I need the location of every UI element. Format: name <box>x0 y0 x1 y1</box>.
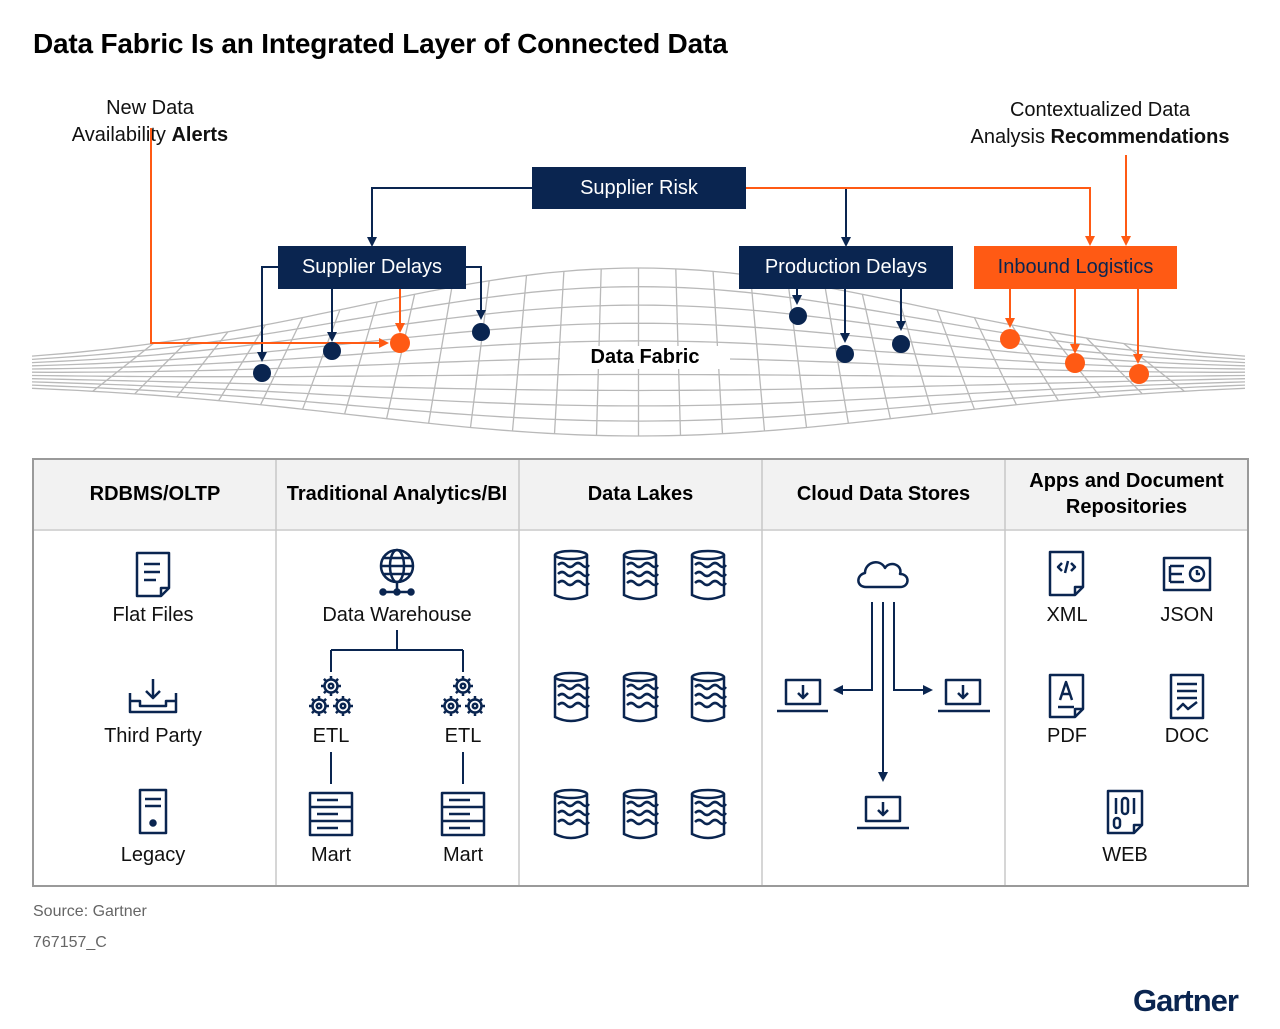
node-navy <box>253 364 271 382</box>
etl-gears-icon <box>441 676 485 716</box>
legacy-server-icon <box>138 788 168 835</box>
etl-gears-icon <box>309 676 353 716</box>
laptop-download-icon <box>938 678 990 713</box>
data-lake-icon <box>690 671 727 723</box>
laptop-download-icon <box>777 678 828 713</box>
web-file-icon <box>1106 789 1144 835</box>
mart-label: Mart <box>311 844 351 866</box>
node-orange <box>390 333 410 353</box>
etl-label: ETL <box>312 725 350 747</box>
orange-connectors <box>150 128 1143 364</box>
recommendations-callout-line2: Analysis Recommendations <box>920 124 1280 151</box>
supplier-delays-box: Supplier Delays <box>278 246 466 289</box>
doc-label: DOC <box>1164 725 1210 747</box>
node-navy <box>892 335 910 353</box>
data-fabric-mesh <box>31 267 1246 437</box>
column-header-cloud: Cloud Data Stores <box>796 483 971 505</box>
xml-label: XML <box>1046 604 1088 626</box>
data-lake-icon <box>622 788 659 840</box>
alerts-callout-prefix: Availability <box>71 124 172 146</box>
supplier-risk-box: Supplier Risk <box>532 167 746 209</box>
pdf-file-icon <box>1048 673 1085 719</box>
data-warehouse-label: Data Warehouse <box>322 604 472 626</box>
etl-label: ETL <box>444 725 482 747</box>
recommendations-callout-prefix: Analysis <box>970 126 1051 148</box>
column-header-analytics: Traditional Analytics/BI <box>286 483 508 505</box>
node-orange <box>1000 329 1020 349</box>
recommendations-callout-line1: Contextualized Data <box>1009 99 1191 121</box>
production-delays-box: Production Delays <box>739 246 953 289</box>
inbound-logistics-box: Inbound Logistics <box>974 246 1177 289</box>
recommendations-callout-bold: Recommendations <box>1050 126 1230 148</box>
laptop-download-icon <box>857 795 909 830</box>
data-lake-icon <box>690 788 727 840</box>
json-file-icon <box>1162 556 1212 592</box>
data-lake-icon <box>622 549 659 601</box>
data-lake-icon <box>690 549 727 601</box>
fabric-nodes <box>253 307 1149 384</box>
alerts-callout-line2: Availability Alerts <box>40 122 260 149</box>
node-navy <box>323 342 341 360</box>
node-navy <box>836 345 854 363</box>
cloud-connectors <box>833 602 933 782</box>
data-lake-icon <box>553 788 590 840</box>
data-warehouse-globe-icon <box>379 548 415 596</box>
column-header-rdbms: RDBMS/OLTP <box>89 483 221 505</box>
cloud-icon <box>857 561 909 589</box>
column-header-apps: Apps and Document Repositories <box>1029 470 1224 518</box>
xml-file-icon <box>1048 550 1085 597</box>
data-lake-icon <box>553 671 590 723</box>
page-title: Data Fabric Is an Integrated Layer of Co… <box>33 28 728 59</box>
warehouse-connectors <box>330 630 464 784</box>
table-header-bg <box>34 460 1247 529</box>
json-label: JSON <box>1160 604 1214 626</box>
alerts-callout-line1: New Data <box>106 97 194 119</box>
flat-files-icon <box>135 551 171 598</box>
data-lake-icon <box>622 671 659 723</box>
doc-file-icon <box>1169 673 1205 720</box>
web-label: WEB <box>1102 844 1148 866</box>
figure-code: 767157_C <box>33 934 107 951</box>
node-orange <box>1065 353 1085 373</box>
flat-files-label: Flat Files <box>112 604 194 626</box>
data-lakes-icons <box>553 549 727 840</box>
node-navy <box>789 307 807 325</box>
table-grid <box>34 460 1247 885</box>
column-header-data-lakes: Data Lakes <box>587 483 694 505</box>
mart-server-icon <box>308 791 354 837</box>
mart-label: Mart <box>443 844 483 866</box>
gartner-logo: Gartner <box>1133 983 1239 1018</box>
source-note: Source: Gartner <box>33 903 147 920</box>
alerts-callout: New Data Availability Alerts <box>40 95 260 149</box>
node-orange <box>1129 364 1149 384</box>
pdf-label: PDF <box>1047 725 1087 747</box>
legacy-label: Legacy <box>120 844 186 866</box>
third-party-label: Third Party <box>104 725 202 747</box>
third-party-icon <box>128 679 178 714</box>
recommendations-callout: Contextualized Data Analysis Recommendat… <box>920 97 1280 151</box>
data-fabric-label: Data Fabric <box>560 346 730 369</box>
mart-server-icon <box>440 791 486 837</box>
data-lake-icon <box>553 549 590 601</box>
node-navy <box>472 323 490 341</box>
alerts-callout-bold: Alerts <box>171 124 229 146</box>
